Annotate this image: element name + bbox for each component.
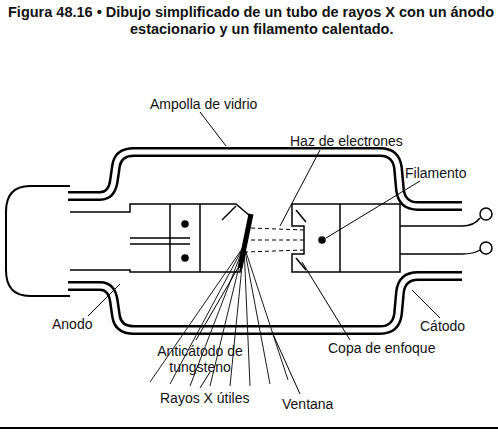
part-label: Ampolla de vidrio <box>150 96 257 112</box>
part-label: Cátodo <box>420 318 465 334</box>
anode-block <box>100 204 250 272</box>
part-label: Haz de electrones <box>290 133 403 149</box>
tube-cap <box>6 186 70 296</box>
electron-beam <box>245 228 304 252</box>
part-label: Copa de enfoque <box>328 340 435 356</box>
bottom-rule <box>0 427 498 429</box>
cathode-terminals <box>400 208 492 254</box>
leader-lines <box>88 112 440 394</box>
figure-title: Figura 48.16 • Dibujo simplificado de un… <box>8 4 498 38</box>
part-label: Filamento <box>405 165 466 181</box>
glass-envelope <box>68 152 462 330</box>
cathode-block <box>292 204 400 272</box>
part-label: Ventana <box>282 396 333 412</box>
tungsten-target <box>240 214 251 268</box>
part-label: Anodo <box>52 316 92 332</box>
part-label: Anticátodo de tungsteno <box>140 343 260 375</box>
part-label: Rayos X útiles <box>160 390 249 406</box>
